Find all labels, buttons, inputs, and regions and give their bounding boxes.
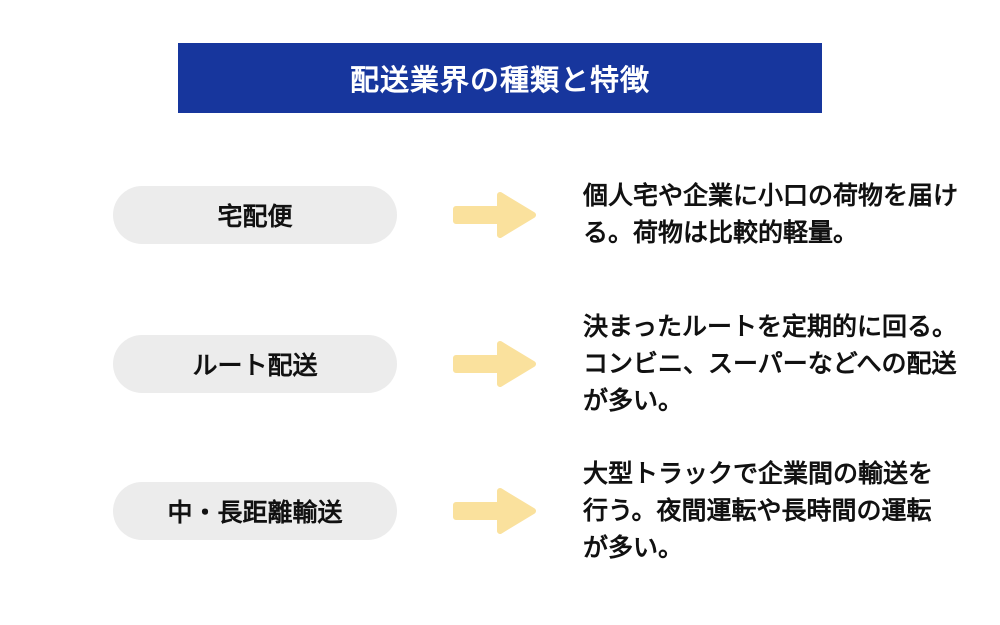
- category-description: 個人宅や企業に小口の荷物を届け る。荷物は比較的軽量。: [583, 182, 959, 247]
- category-pill-takuhaibin: 宅配便: [113, 186, 397, 244]
- category-description: 決まったルートを定期的に回る。 コンビニ、スーパーなどへの配送 が多い。: [583, 312, 958, 415]
- right-arrow-icon: [453, 341, 536, 387]
- category-pill-chou-kyori-yusou: 中・長距離輸送: [113, 482, 397, 540]
- title-banner: 配送業界の種類と特徴: [178, 43, 822, 113]
- category-label: 宅配便: [217, 203, 293, 231]
- category-label: 中・長距離輸送: [167, 499, 343, 527]
- delivery-type-row-chou-kyori-yusou: 中・長距離輸送 大型トラックで企業間の輸送を 行う。夜間運転や長時間の運転 が多…: [0, 431, 1000, 591]
- right-arrow-icon: [453, 192, 536, 238]
- category-description: 大型トラックで企業間の輸送を 行う。夜間運転や長時間の運転 が多い。: [583, 459, 934, 562]
- delivery-type-row-route-haisou: ルート配送 決まったルートを定期的に回る。 コンビニ、スーパーなどへの配送 が多…: [0, 284, 1000, 444]
- right-arrow-icon: [453, 488, 536, 534]
- category-label: ルート配送: [192, 352, 318, 380]
- delivery-type-row-takuhaibin: 宅配便 個人宅や企業に小口の荷物を届け る。荷物は比較的軽量。: [0, 135, 1000, 295]
- category-pill-route-haisou: ルート配送: [113, 335, 397, 393]
- page-title: 配送業界の種類と特徴: [349, 65, 650, 97]
